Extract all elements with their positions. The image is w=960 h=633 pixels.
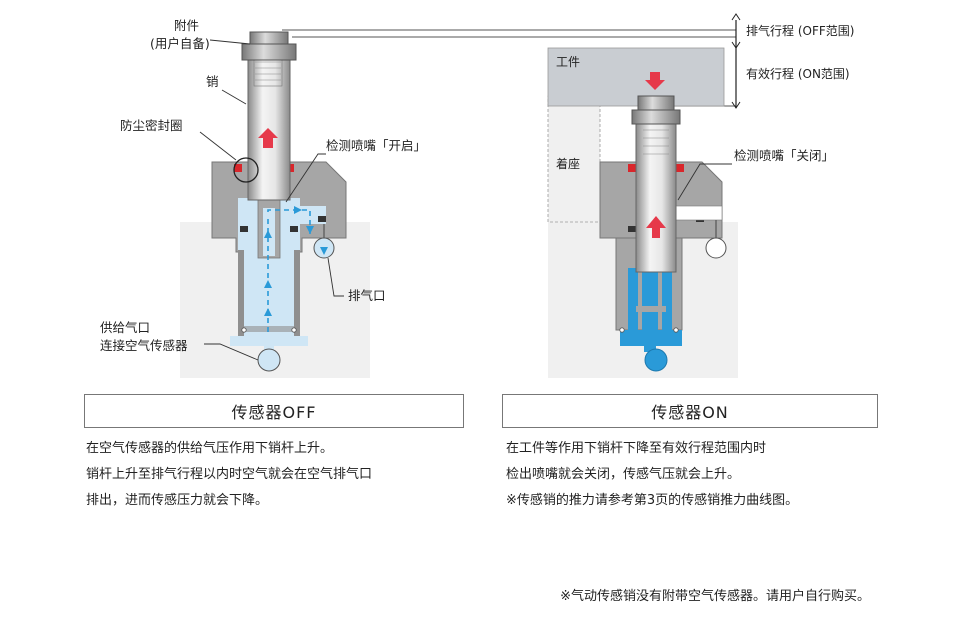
- desc-on-line: 检出喷嘴就会关闭，传感气压就会上升。: [506, 467, 741, 482]
- sensor-on-diagram: 工件 着座 检测喷嘴「关闭」: [547, 47, 834, 378]
- label-nozzle-closed: 检测喷嘴「关闭」: [734, 148, 834, 163]
- sensor-off-diagram: 附件 (用户自备) 销 防尘密封圈 检测喷嘴「开启」 排气口 供给气口 连接空气…: [100, 18, 426, 378]
- attachment-nut-right: [631, 109, 681, 125]
- description-sensor-off: 在空气传感器的供给气压作用下销杆上升。 销杆上升至排气行程以内时空气就会在空气排…: [86, 436, 372, 514]
- label-attachment: 附件: [174, 18, 199, 33]
- supply-port-pressurized: [644, 348, 668, 372]
- pin-shaft-right: [635, 121, 677, 273]
- dust-seal-left: [234, 164, 242, 172]
- workpiece: [547, 47, 725, 107]
- diagram-canvas: 附件 (用户自备) 销 防尘密封圈 检测喷嘴「开启」 排气口 供给气口 连接空气…: [100, 13, 854, 378]
- description-sensor-on: 在工件等作用下销杆下降至有效行程范围内时 检出喷嘴就会关闭，传感气压就会上升。 …: [506, 436, 798, 514]
- dust-seal-right-r: [676, 164, 684, 172]
- air-chamber: [238, 198, 300, 336]
- exhaust-port-closed: [705, 237, 727, 259]
- label-workpiece: 工件: [556, 55, 580, 69]
- desc-on-line: ※传感销的推力请参考第3页的传感销推力曲线图。: [506, 493, 799, 508]
- caption-sensor-on: 传感器ON: [502, 394, 878, 428]
- exhaust-channel: [278, 206, 326, 224]
- supply-port-circle: [257, 348, 281, 372]
- desc-off-line: 销杆上升至排气行程以内时空气就会在空气排气口: [86, 467, 373, 482]
- stroke-dimensions: 排气行程 (OFF范围) 有效行程 (ON范围): [282, 13, 854, 109]
- footnote: ※气动传感销没有附带空气传感器。请用户自行购买。: [560, 589, 870, 604]
- caption-sensor-off: 传感器OFF: [84, 394, 464, 428]
- label-exhaust-port: 排气口: [348, 288, 386, 303]
- dust-seal-highlight: [233, 157, 259, 183]
- label-effective-stroke: 有效行程 (ON范围): [746, 66, 850, 81]
- pressurized-air: [620, 330, 682, 346]
- pin-up-arrow: [258, 128, 278, 148]
- label-dust-seal: 防尘密封圈: [120, 118, 183, 133]
- label-connect-sensor: 连接空气传感器: [100, 338, 188, 353]
- desc-on-line: 在工件等作用下销杆下降至有效行程范围内时: [506, 441, 767, 456]
- desc-off-line: 在空气传感器的供给气压作用下销杆上升。: [86, 441, 334, 456]
- supply-channel: [230, 336, 308, 346]
- cylinder-wall-left: [238, 250, 244, 336]
- label-pin: 销: [206, 74, 219, 89]
- pin-up-arrow-right: [646, 216, 666, 238]
- label-supply-port: 供给气口: [100, 320, 150, 335]
- workpiece-down-arrow: [645, 72, 665, 90]
- cylinder-wall-right: [294, 250, 300, 336]
- label-nozzle-open: 检测喷嘴「开启」: [326, 138, 426, 153]
- attachment-cap: [249, 31, 289, 45]
- attachment-nut: [241, 43, 297, 61]
- dust-seal-right-l: [628, 164, 636, 172]
- desc-off-line: 排出，进而传感压力就会下降。: [86, 493, 269, 508]
- label-exhaust-stroke: 排气行程 (OFF范围): [746, 23, 854, 38]
- label-attachment-note: (用户自备): [150, 36, 210, 51]
- label-seat: 着座: [556, 156, 580, 171]
